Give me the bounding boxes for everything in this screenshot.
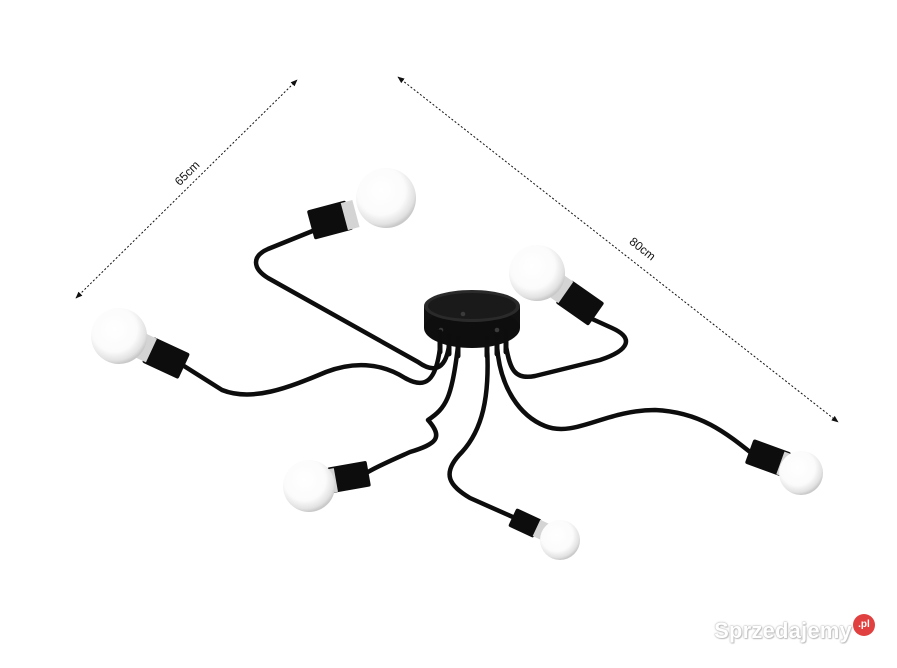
canopy-stems (437, 329, 509, 359)
arm-left (181, 345, 443, 397)
watermark-badge: .pl (853, 614, 875, 636)
socket (327, 461, 371, 493)
socket (142, 337, 190, 379)
length-dimension-line (397, 76, 839, 423)
arm-top-left (253, 227, 452, 371)
socket (556, 280, 604, 326)
width-dimension: 65cm (75, 79, 298, 299)
length-label: 80cm (627, 234, 659, 263)
lamp-top-left (307, 168, 416, 240)
sprzedajemy-watermark: Sprzedajemy .pl (714, 614, 875, 648)
socket (307, 200, 353, 240)
width-dimension-line (75, 79, 298, 299)
lamp-bottom (508, 508, 580, 560)
socket (508, 508, 542, 538)
light-bulb (356, 168, 416, 228)
watermark-text: Sprzedajemy (714, 618, 852, 643)
light-bulb (283, 460, 335, 512)
arm-lower-left (365, 343, 461, 475)
lamp-right (745, 439, 823, 495)
length-dimension: 80cm (397, 76, 839, 423)
arms (181, 227, 758, 521)
arm-top-right (503, 315, 629, 380)
lamp-lower-left (283, 460, 371, 512)
arm-bottom (447, 343, 518, 521)
lamp-top-right (509, 245, 604, 326)
light-bulb (91, 308, 147, 364)
light-bulb (509, 245, 565, 301)
lamp-left (91, 308, 190, 379)
width-label: 65cm (172, 158, 203, 189)
light-bulb (540, 520, 580, 560)
arm-right (494, 343, 758, 459)
light-bulb (779, 451, 823, 495)
